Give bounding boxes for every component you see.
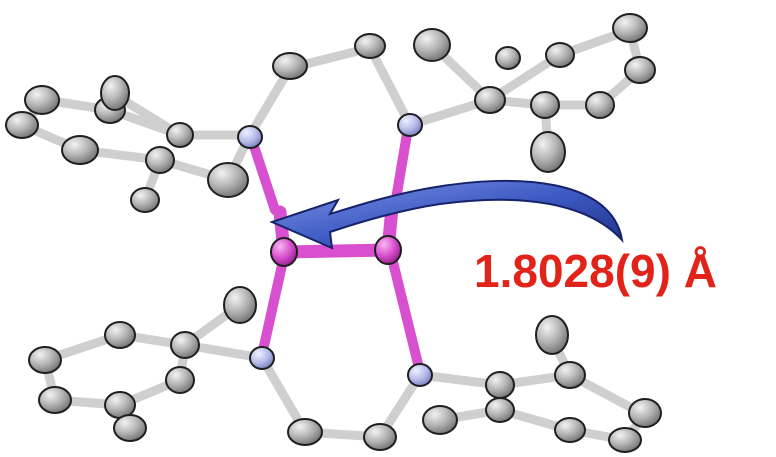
atom-carbon [628, 398, 662, 428]
atom-carbon [272, 52, 308, 80]
bond-length-label: 1.8028(9) Å [474, 245, 717, 297]
atom-carbon [170, 331, 200, 359]
atom-carbon [287, 418, 323, 446]
atom-carbon [166, 122, 194, 148]
atom-nitrogen [249, 346, 275, 370]
atom-carbon [545, 42, 575, 68]
atom-carbon [207, 162, 249, 198]
atom-carbon [612, 13, 648, 43]
atom-carbon [554, 417, 586, 443]
atom-layer [5, 13, 662, 453]
atom-carbon [130, 187, 160, 213]
atom-carbon [608, 427, 642, 453]
atom-carbon [5, 111, 39, 139]
curved-arrow [269, 179, 624, 250]
atom-nitrogen [237, 125, 263, 149]
atom-carbon [113, 414, 147, 442]
atom-carbon [104, 321, 136, 349]
atom-carbon [474, 86, 506, 114]
atom-carbon [223, 286, 257, 324]
aryl-lower-left-bonds [39, 300, 267, 435]
atom-carbon [413, 28, 451, 62]
atom-carbon [363, 423, 397, 451]
atom-carbon [585, 91, 615, 119]
upper-bridge-bonds [245, 42, 415, 140]
atom-nitrogen [407, 363, 433, 387]
atom-carbon [530, 91, 560, 119]
atom-carbon [145, 146, 175, 174]
atom-carbon [530, 131, 566, 173]
atom-carbon [24, 85, 60, 115]
atom-nitrogen [397, 113, 423, 137]
atom-phosphorus [270, 237, 298, 267]
atom-carbon [422, 405, 458, 435]
atom-carbon [165, 366, 195, 394]
atom-carbon [28, 346, 62, 374]
atom-phosphorus [374, 235, 402, 265]
atom-carbon [624, 56, 656, 84]
atom-carbon [485, 371, 515, 399]
atom-carbon [495, 46, 521, 70]
atom-carbon [485, 397, 515, 423]
lower-bridge-bonds [257, 353, 425, 442]
atom-carbon [61, 135, 99, 165]
atom-carbon [38, 386, 72, 414]
atom-carbon [354, 33, 386, 59]
atom-carbon [100, 75, 130, 111]
atom-carbon [554, 361, 586, 389]
n-p-bonds [247, 123, 425, 377]
atom-carbon [535, 315, 569, 355]
